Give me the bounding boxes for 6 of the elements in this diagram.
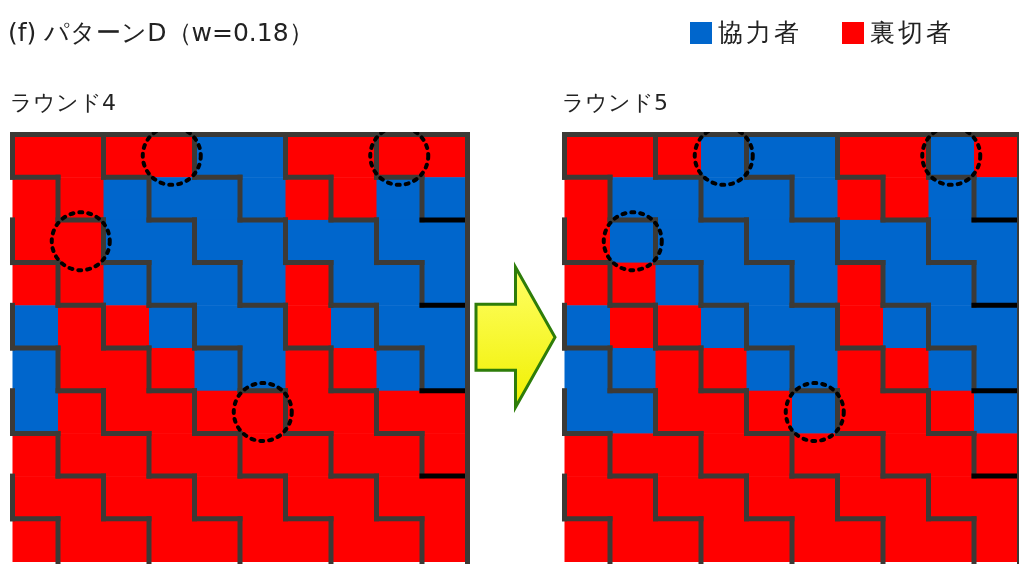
legend-label: 裏切者 — [870, 17, 954, 49]
diagram-title: (f) パターンD（w=0.18） — [8, 17, 314, 49]
block-arrow — [474, 261, 557, 414]
grid-heading: ラウンド4 — [10, 89, 116, 117]
grid-heading: ラウンド5 — [562, 89, 668, 117]
legend-label: 協力者 — [718, 17, 802, 49]
